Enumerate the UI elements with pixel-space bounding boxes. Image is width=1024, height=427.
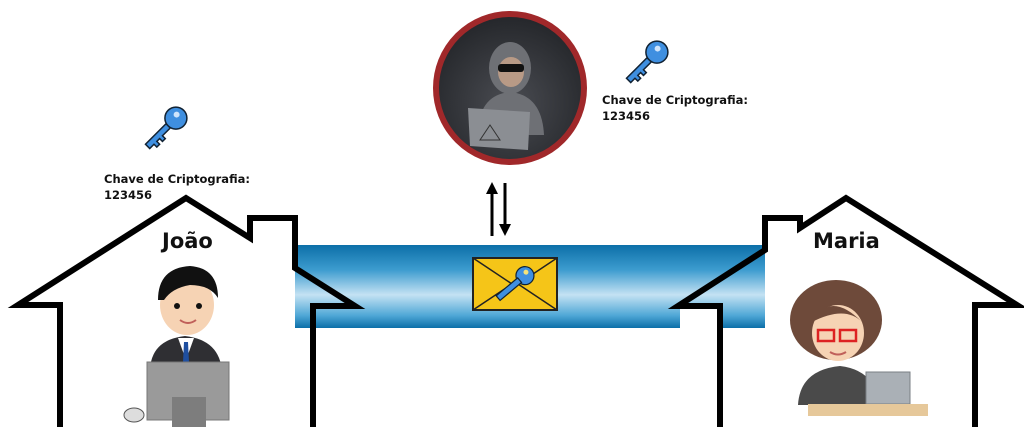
joao-person: [123, 266, 230, 427]
joao-key-icon: [144, 106, 188, 150]
maria-house: [667, 194, 1024, 427]
encrypted-envelope: [472, 257, 558, 311]
attacker-key-icon: [625, 40, 669, 84]
attacker-key-label: Chave de Criptografia:: [602, 93, 748, 107]
attacker-image: [433, 11, 587, 165]
attacker-key-value: 123456: [602, 109, 651, 123]
joao-key-label: Chave de Criptografia:: [104, 172, 250, 186]
joao-house: [7, 194, 366, 427]
attacker-key-text: Chave de Criptografia: 123456: [602, 92, 748, 124]
joao-key-text: Chave de Criptografia: 123456: [104, 171, 250, 203]
joao-key-value: 123456: [104, 188, 153, 202]
bidirectional-arrows: [486, 182, 511, 236]
maria-name: Maria: [813, 229, 880, 253]
maria-person: [790, 280, 928, 416]
joao-name: João: [162, 229, 213, 253]
